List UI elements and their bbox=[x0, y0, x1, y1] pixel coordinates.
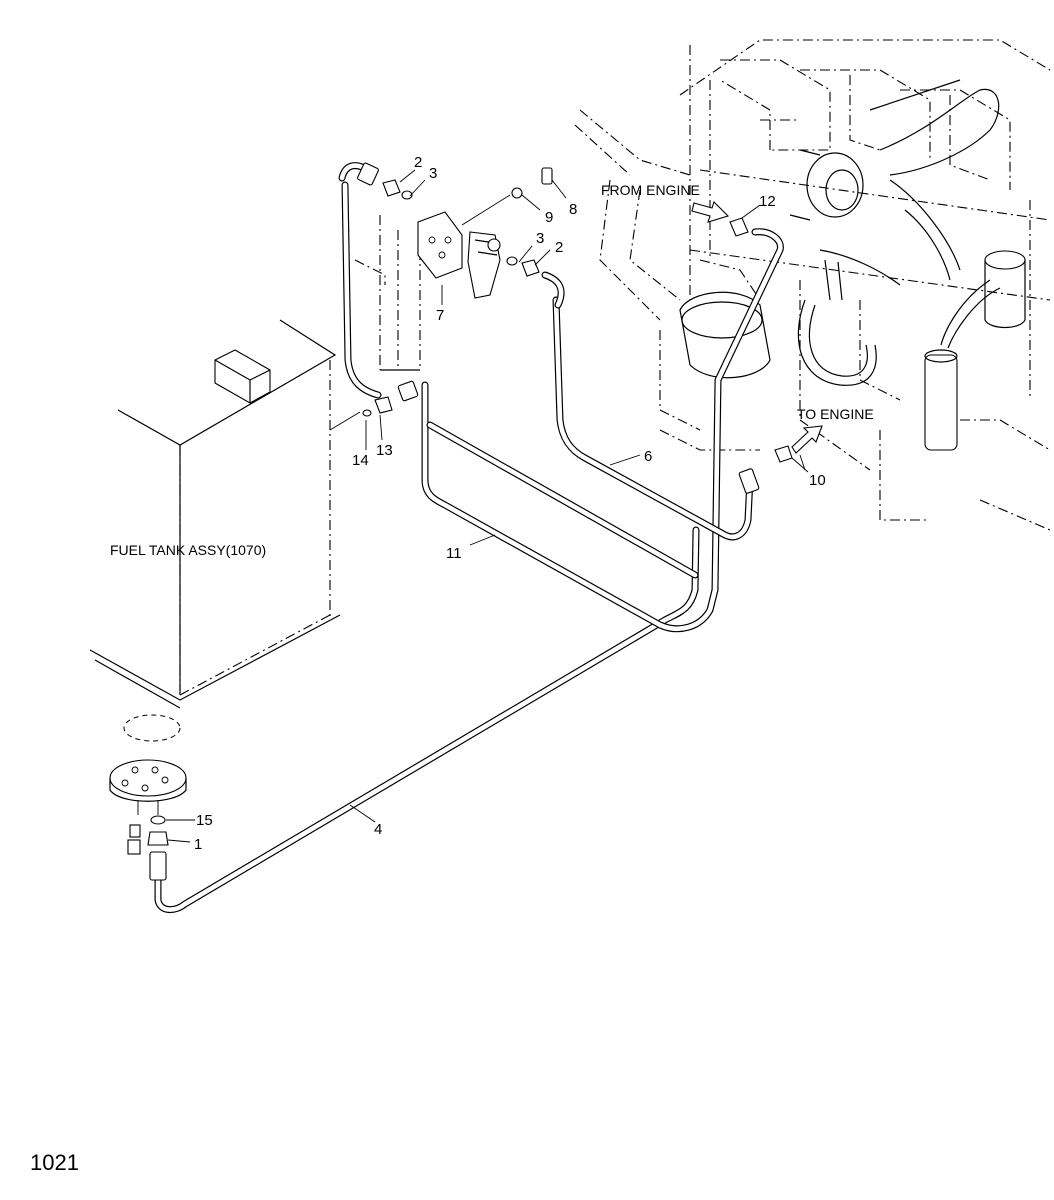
part-number-8: 8 bbox=[569, 201, 577, 218]
from-engine-arrow-icon bbox=[691, 200, 730, 223]
part-number-1: 1 bbox=[194, 836, 202, 853]
leader-lines bbox=[166, 169, 809, 843]
part-number-11: 11 bbox=[446, 545, 462, 562]
part-number-2-right: 2 bbox=[555, 239, 563, 256]
tube-4 bbox=[149, 526, 700, 913]
part-number-7: 7 bbox=[436, 307, 444, 324]
page-number: 1021 bbox=[30, 1150, 79, 1175]
tube-11 bbox=[421, 228, 784, 633]
tube-upper-left bbox=[338, 162, 419, 402]
to-engine-label: TO ENGINE bbox=[797, 406, 874, 422]
fittings bbox=[362, 167, 793, 463]
part-number-4: 4 bbox=[374, 821, 382, 838]
filter-bracket bbox=[354, 211, 501, 371]
part-number-6: 6 bbox=[644, 448, 652, 465]
part-number-12: 12 bbox=[759, 193, 776, 210]
fuel-tank-label: FUEL TANK ASSY(1070) bbox=[110, 542, 266, 558]
fuel-tank bbox=[89, 319, 341, 855]
from-engine-label: FROM ENGINE bbox=[601, 182, 700, 198]
part-number-2-top: 2 bbox=[414, 154, 422, 171]
flow-arrows bbox=[691, 200, 823, 454]
part-number-9: 9 bbox=[545, 209, 553, 226]
part-number-13: 13 bbox=[376, 442, 393, 459]
tube-6 bbox=[541, 271, 760, 541]
part-number-14: 14 bbox=[352, 452, 369, 469]
engine-outline bbox=[574, 39, 1051, 531]
part-number-3-top: 3 bbox=[429, 165, 437, 182]
part-number-3-right: 3 bbox=[536, 230, 544, 247]
to-engine-arrow-icon bbox=[791, 425, 823, 454]
part-number-15: 15 bbox=[196, 812, 213, 829]
part-number-10: 10 bbox=[809, 472, 826, 489]
